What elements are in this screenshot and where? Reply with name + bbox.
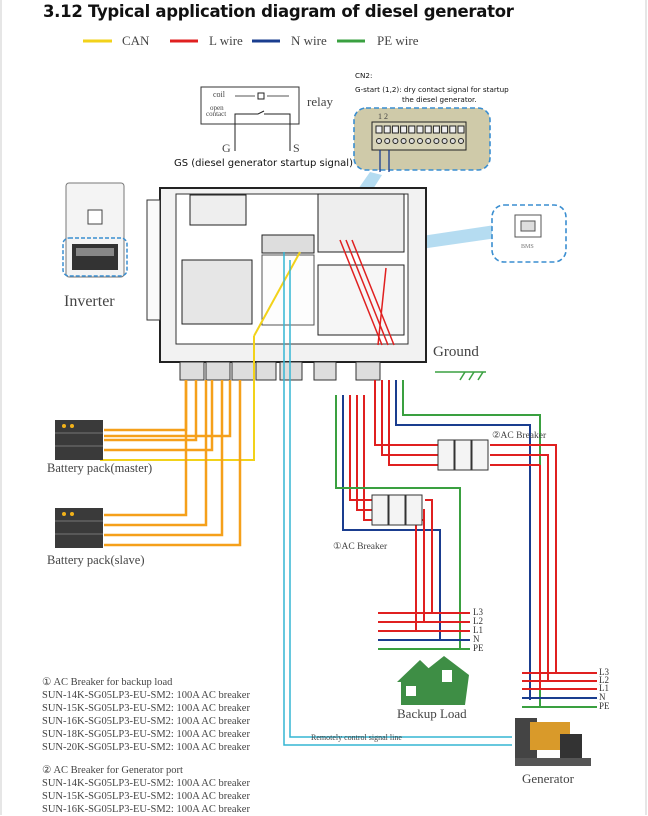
breaker-2-label: ②AC Breaker [492,431,547,441]
terminal-screw [457,125,465,134]
battery-pack-master-icon [55,420,103,460]
generator-wire-n: N [599,692,606,702]
battery-slave-label: Battery pack(slave) [47,553,145,567]
terminal-hole [425,138,432,144]
backup-load-house-icon [397,656,469,705]
cn2-line2: the diesel generator. [402,95,477,104]
legend-pe-wire-label: PE wire [377,33,419,48]
inverter-label: Inverter [64,293,115,310]
cn2-line1: G-start (1,2): dry contact signal for st… [355,85,509,94]
battery-wires [104,380,242,547]
terminal-hole [384,138,391,144]
page-title: 3.12 Typical application diagram of dies… [43,2,514,21]
backup-wire-l3: L3 [473,607,483,617]
gs-caption: GS (diesel generator startup signal) [174,158,353,169]
relay-contact-label: contact [206,110,227,118]
cn2-pin-numbers: 1 2 [378,112,388,121]
relay-open-label: open [210,104,224,112]
generator-wire-pe: PE [599,701,610,711]
terminal-screw [391,125,399,134]
generator-wire-l2: L2 [599,675,609,685]
legend-l-wire-label: L wire [209,33,243,48]
terminal-hole [449,138,456,144]
backup-wire-l1: L1 [473,625,483,635]
terminal-screw [416,125,424,134]
terminal-hole [408,138,415,144]
generator-wire-l1: L1 [599,683,609,693]
backup-wire-pe: PE [473,643,484,653]
note-1-item: SUN-14K-SG05LP3-EU-SM2: 100A AC breaker [42,690,250,701]
bms-port-illustration [491,204,567,263]
terminal-screw [408,125,416,134]
terminal-hole [458,138,464,144]
note-2-item: SUN-14K-SG05LP3-EU-SM2: 100A AC breaker [42,778,250,789]
note-2-heading: ② AC Breaker for Generator port [42,765,183,776]
legend-n-wire-label: N wire [291,33,327,48]
terminal-screw [424,125,432,134]
note-1-item: SUN-18K-SG05LP3-EU-SM2: 100A AC breaker [42,729,250,740]
can-wire [100,336,255,461]
terminal-screw [441,125,449,134]
ac-breaker-2-icon [437,439,489,471]
terminal-hole [441,138,448,144]
note-1-item: SUN-20K-SG05LP3-EU-SM2: 100A AC breaker [42,742,250,753]
terminal-screw [383,125,391,134]
relay-g-terminal: G [222,141,231,155]
ground-label: Ground [433,344,479,360]
relay-diagram [200,86,300,151]
terminal-screw [449,125,457,134]
backup-wire-l2: L2 [473,616,483,626]
backup-wire-n: N [473,634,480,644]
legend-can-label: CAN [122,33,150,48]
terminal-screw [400,125,408,134]
inverter-wiring-compartment [146,187,427,381]
note-1-heading: ① AC Breaker for backup load [42,677,173,688]
inverter-illustration [62,182,128,278]
note-1-item: SUN-15K-SG05LP3-EU-SM2: 100A AC breaker [42,703,250,714]
terminal-screw [432,125,440,134]
terminal-hole [376,138,382,144]
relay-s-terminal: S [293,141,300,155]
bms-label: BMS [521,244,534,250]
cn2-title: CN2: [355,71,373,80]
ac-breaker-1-icon [371,494,423,526]
ground-symbol [435,371,486,381]
signal-line-label: Remotely control signal line [311,733,402,742]
terminal-screw [375,125,383,134]
generator-label: Generator [522,771,574,786]
backup-load-label: Backup Load [397,706,467,721]
generator-icon [515,718,591,766]
breaker-notes: ① AC Breaker for backup load SUN-14K-SG0… [42,676,250,816]
note-2-item: SUN-16K-SG05LP3-EU-SM2: 100A AC breaker [42,804,250,815]
battery-pack-slave-icon [55,508,103,548]
can-wire [253,251,301,337]
battery-master-label: Battery pack(master) [47,461,153,475]
cn2-terminal-illustration [353,107,491,172]
note-2-item: SUN-15K-SG05LP3-EU-SM2: 100A AC breaker [42,791,250,802]
remote-signal-line [283,252,512,746]
terminal-hole [417,138,423,144]
note-1-item: SUN-16K-SG05LP3-EU-SM2: 100A AC breaker [42,716,250,727]
breaker-1-label: ①AC Breaker [333,542,388,552]
terminal-hole [400,138,407,144]
terminal-hole [392,138,399,144]
generator-wire-l3: L3 [599,667,609,677]
relay-label: relay [307,94,333,109]
relay-coil-label: coil [213,90,225,99]
terminal-hole [433,138,440,144]
